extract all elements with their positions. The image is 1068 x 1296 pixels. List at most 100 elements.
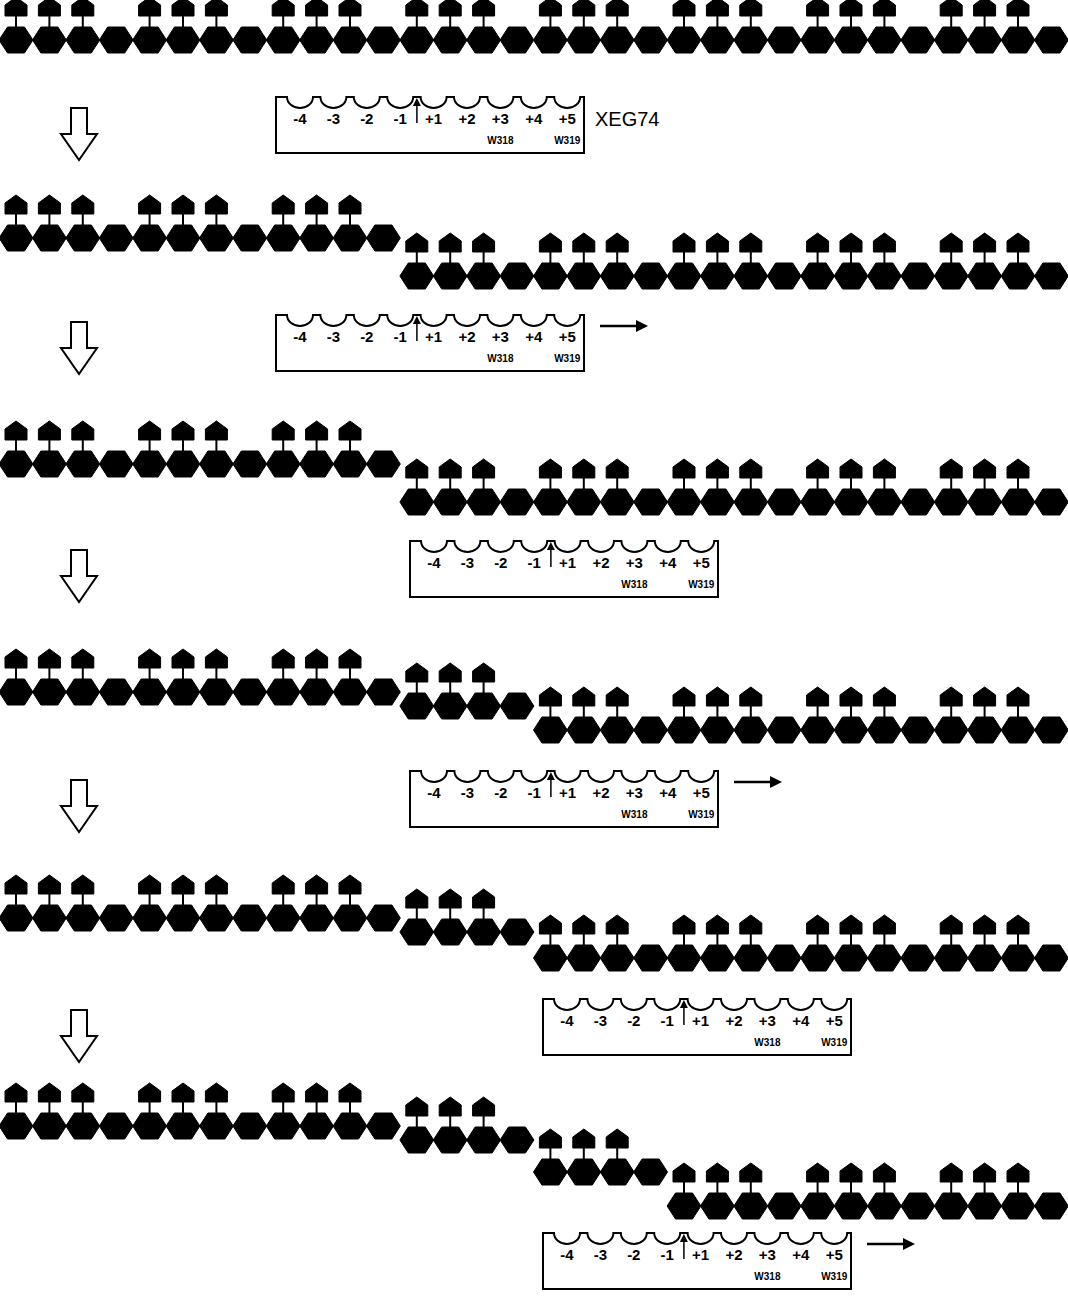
subsite-label: +1	[425, 111, 442, 126]
step-arrow	[61, 108, 97, 160]
subsite-label: -2	[627, 1247, 640, 1262]
glucose-residue	[400, 919, 534, 945]
subsite-label: +1	[425, 329, 442, 344]
glycosidic-link	[550, 1147, 617, 1160]
subsite-label: -2	[494, 555, 507, 570]
subsite-label: +5	[559, 111, 576, 126]
glucose-residue	[400, 1127, 534, 1153]
subsite-label: -4	[560, 1013, 573, 1028]
subsite-label: +2	[592, 555, 609, 570]
move-arrow-head	[770, 776, 782, 788]
move-arrow-head	[636, 320, 648, 332]
subsite-label: +4	[659, 555, 676, 570]
glucose-residue	[0, 451, 400, 477]
subsite-label: +1	[692, 1247, 709, 1262]
subsite-outline	[276, 97, 584, 153]
glycosidic-link	[550, 705, 1018, 718]
xylose-residue	[539, 1129, 628, 1148]
residue-label: W318	[621, 809, 647, 821]
subsite-label: +3	[492, 329, 509, 344]
glycosidic-link	[417, 681, 484, 694]
xylose-residue	[406, 663, 495, 682]
subsite-label: -1	[528, 555, 541, 570]
xylose-residue	[539, 687, 1029, 706]
xylose-residue	[5, 0, 1029, 16]
cleavage-arrow-head	[413, 98, 421, 106]
subsite-label: -4	[427, 785, 440, 800]
subsite-label: +4	[659, 785, 676, 800]
subsite-label: +2	[592, 785, 609, 800]
subsite-label: +5	[826, 1247, 843, 1262]
xylose-residue	[406, 1097, 495, 1116]
xylose-residue	[673, 1163, 1029, 1182]
subsite-label: +4	[792, 1013, 809, 1028]
glycosidic-link	[16, 893, 350, 906]
residue-label: W319	[821, 1271, 847, 1283]
glycosidic-link	[417, 477, 1018, 490]
cleavage-arrow-head	[547, 772, 555, 780]
subsite-label: +3	[492, 111, 509, 126]
glucose-residue	[400, 489, 1068, 515]
glucose-residue	[0, 679, 400, 705]
xylose-residue	[5, 421, 361, 440]
enzyme-box: -4-3-2-1+1+2+3+4+5W318W319	[409, 540, 719, 598]
residue-label: W319	[688, 579, 714, 591]
enzyme-box: -4-3-2-1+1+2+3+4+5W318W319	[542, 1232, 852, 1290]
subsite-label: +1	[559, 555, 576, 570]
cleavage-arrow	[683, 1006, 685, 1025]
subsite-label: -1	[661, 1247, 674, 1262]
glycosidic-link	[16, 15, 1018, 28]
step-arrow	[61, 322, 97, 374]
move-arrow-head	[903, 1238, 915, 1250]
subsite-outline	[543, 999, 851, 1055]
move-arrow	[734, 781, 772, 784]
glucose-residue	[667, 1193, 1068, 1219]
subsite-label: +2	[725, 1247, 742, 1262]
glycosidic-link	[684, 1181, 1018, 1194]
subsite-label: +4	[792, 1247, 809, 1262]
xylose-residue	[406, 233, 1029, 252]
xyloglucan-chains	[0, 0, 1068, 1219]
residue-label: W318	[487, 353, 513, 365]
subsite-label: +2	[458, 111, 475, 126]
glucose-residue	[0, 27, 1068, 53]
glucose-residue	[534, 1159, 668, 1185]
xylose-residue	[5, 1083, 361, 1102]
step-arrow	[61, 780, 97, 832]
subsite-outline	[543, 1233, 851, 1289]
xylose-residue	[5, 875, 361, 894]
subsite-label: -3	[461, 555, 474, 570]
xylose-residue	[406, 889, 495, 908]
step-arrow	[61, 1010, 97, 1062]
xylose-residue	[5, 195, 361, 214]
subsite-label: +5	[693, 555, 710, 570]
move-arrow	[600, 325, 638, 328]
glycosidic-link	[417, 251, 1018, 264]
residue-label: W319	[554, 135, 580, 147]
subsite-label: -4	[560, 1247, 573, 1262]
residue-label: W319	[821, 1037, 847, 1049]
cleavage-arrow-head	[547, 542, 555, 550]
subsite-label: +4	[525, 111, 542, 126]
cleavage-arrow	[683, 1240, 685, 1259]
glycosidic-link	[16, 213, 350, 226]
subsite-label: -1	[394, 111, 407, 126]
glycosidic-link	[417, 1115, 484, 1128]
subsite-outline	[410, 541, 718, 597]
xylose-residue	[5, 649, 361, 668]
subsite-label: -2	[360, 111, 373, 126]
subsite-label: -2	[627, 1013, 640, 1028]
subsite-label: -4	[293, 111, 306, 126]
subsite-label: -1	[528, 785, 541, 800]
subsite-label: -3	[461, 785, 474, 800]
residue-label: W318	[621, 579, 647, 591]
subsite-label: -2	[494, 785, 507, 800]
cleavage-arrow-head	[680, 1000, 688, 1008]
subsite-label: -3	[327, 329, 340, 344]
subsite-label: -3	[327, 111, 340, 126]
subsite-outline	[276, 315, 584, 371]
enzyme-box: -4-3-2-1+1+2+3+4+5W318W319	[409, 770, 719, 828]
glucose-residue	[534, 945, 1068, 971]
